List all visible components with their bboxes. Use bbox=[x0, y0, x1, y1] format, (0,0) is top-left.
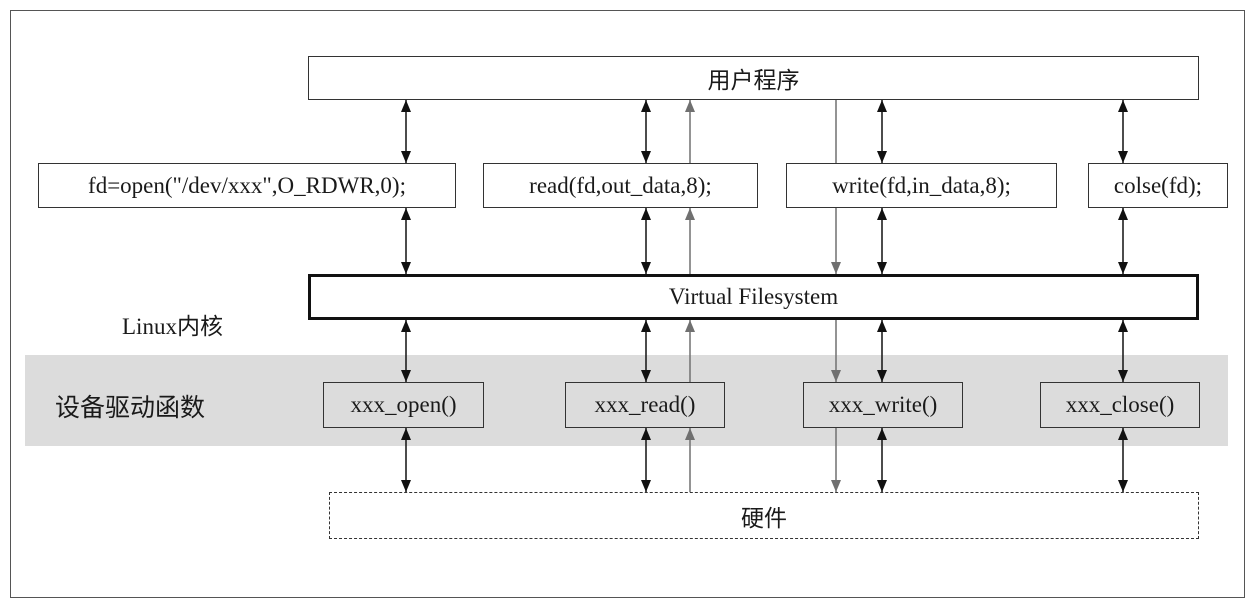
syscall-close-box: colse(fd); bbox=[1088, 163, 1228, 208]
syscall-write-label: write(fd,in_data,8); bbox=[832, 172, 1011, 198]
syscall-close-label: colse(fd); bbox=[1113, 172, 1203, 198]
driver-write-box: xxx_write() bbox=[803, 382, 963, 428]
vfs-label: Virtual Filesystem bbox=[668, 284, 839, 309]
driver-close-box: xxx_close() bbox=[1040, 382, 1200, 428]
user-program-box: 用户程序 bbox=[308, 56, 1199, 100]
driver-close-label: xxx_close() bbox=[1065, 392, 1175, 417]
hardware-box: 硬件 bbox=[329, 492, 1199, 539]
driver-layer-label: 设备驱动函数 bbox=[55, 395, 206, 422]
syscall-write-box: write(fd,in_data,8); bbox=[786, 163, 1057, 208]
driver-write-label: xxx_write() bbox=[828, 392, 938, 417]
driver-open-box: xxx_open() bbox=[323, 382, 484, 428]
syscall-read-box: read(fd,out_data,8); bbox=[483, 163, 758, 208]
hardware-label: 硬件 bbox=[741, 505, 787, 531]
driver-read-label: xxx_read() bbox=[594, 392, 696, 417]
syscall-read-label: read(fd,out_data,8); bbox=[529, 172, 712, 198]
driver-layer-band bbox=[25, 355, 1228, 446]
syscall-open-label: fd=open("/dev/xxx",O_RDWR,0); bbox=[88, 172, 406, 198]
syscall-open-box: fd=open("/dev/xxx",O_RDWR,0); bbox=[38, 163, 456, 208]
vfs-box: Virtual Filesystem bbox=[308, 274, 1199, 320]
kernel-label: Linux内核 bbox=[122, 314, 223, 339]
driver-open-label: xxx_open() bbox=[350, 392, 457, 417]
diagram-frame bbox=[10, 10, 1245, 598]
user-program-label: 用户程序 bbox=[707, 68, 800, 93]
driver-read-box: xxx_read() bbox=[565, 382, 725, 428]
